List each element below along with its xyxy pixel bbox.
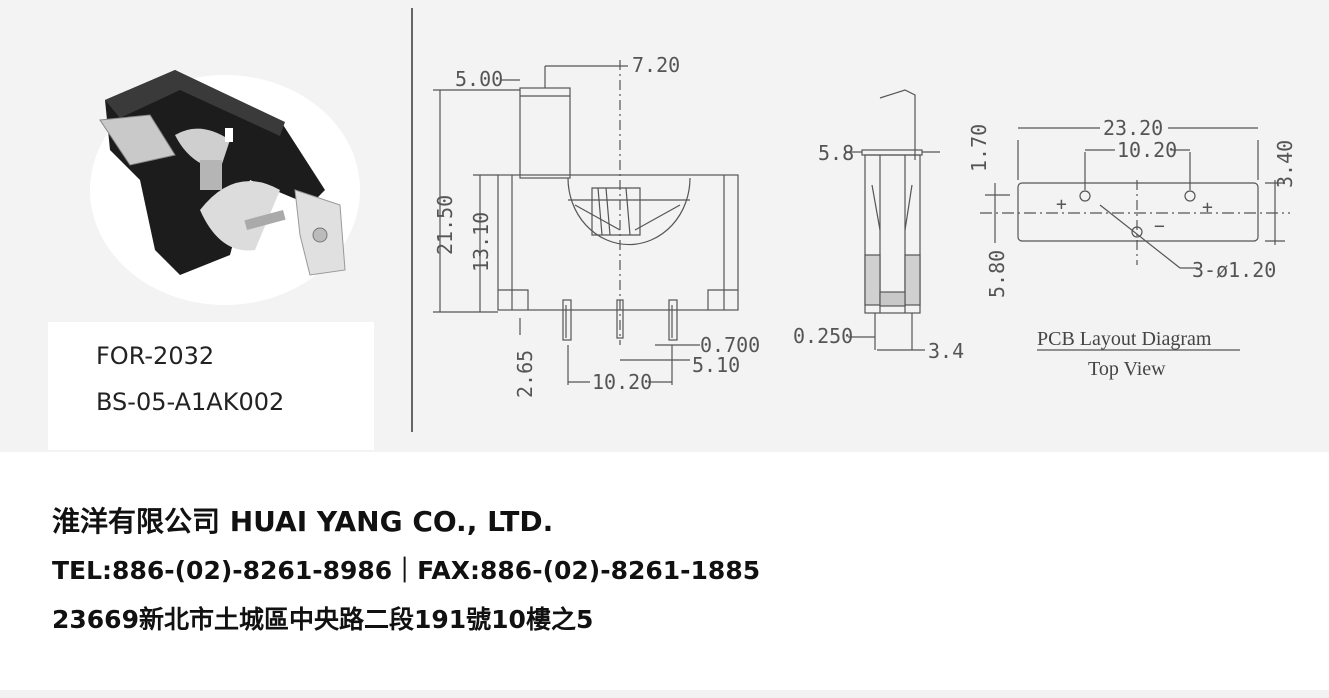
dim-end-width: 5.8 (818, 141, 854, 165)
pcb-layout-subtitle: Top View (1088, 358, 1166, 380)
dim-body-height: 13.10 (469, 212, 493, 272)
dim-pin-spacing: 3.4 (928, 339, 964, 363)
dim-pcb-height: 3.40 (1273, 140, 1297, 188)
model-number-2: BS-05-A1AK002 (96, 388, 285, 416)
dim-top-width: 5.00 (455, 67, 503, 91)
company-name: 淮洋有限公司 HUAI YANG CO., LTD. (52, 505, 554, 538)
dim-offset-bottom: 5.80 (985, 250, 1009, 298)
metal-contact (99, 114, 176, 166)
model-label-box (48, 322, 374, 450)
end-view-drawing (845, 89, 940, 351)
pcb-layout-drawing: + + − (980, 127, 1290, 351)
dim-pin-to-center: 5.10 (692, 353, 740, 377)
dim-pin-offset: 7.20 (632, 53, 680, 77)
dim-total-height: 21.50 (433, 195, 457, 255)
product-photo (90, 70, 360, 305)
svg-text:+: + (1056, 194, 1067, 215)
dim-pin-width: 0.700 (700, 333, 760, 357)
dim-pin-length: 2.65 (513, 350, 537, 398)
company-address: 23669新北市土城區中央路二段191號10樓之5 (52, 605, 594, 634)
dim-holes: 3-ø1.20 (1192, 258, 1276, 282)
company-contact: TEL:886-(02)-8261-8986｜FAX:886-(02)-8261… (52, 556, 761, 585)
model-number-1: FOR-2032 (96, 342, 215, 370)
dim-pcb-length: 23.20 (1103, 116, 1163, 140)
dim-offset-top: 1.70 (967, 124, 991, 172)
bottom-divider (0, 690, 1329, 698)
dim-pin-thickness: 0.250 (793, 324, 853, 348)
side-view-drawing (433, 60, 739, 385)
pcb-layout-title: PCB Layout Diagram (1037, 328, 1212, 350)
technical-drawing: + + − 5.00 7.20 21.50 13.10 2.65 10.20 0… (411, 8, 1297, 432)
svg-text:−: − (1154, 216, 1165, 237)
svg-text:+: + (1202, 197, 1213, 218)
dim-hole-pitch: 10.20 (1117, 138, 1177, 162)
dim-pin-pitch: 10.20 (592, 370, 652, 394)
